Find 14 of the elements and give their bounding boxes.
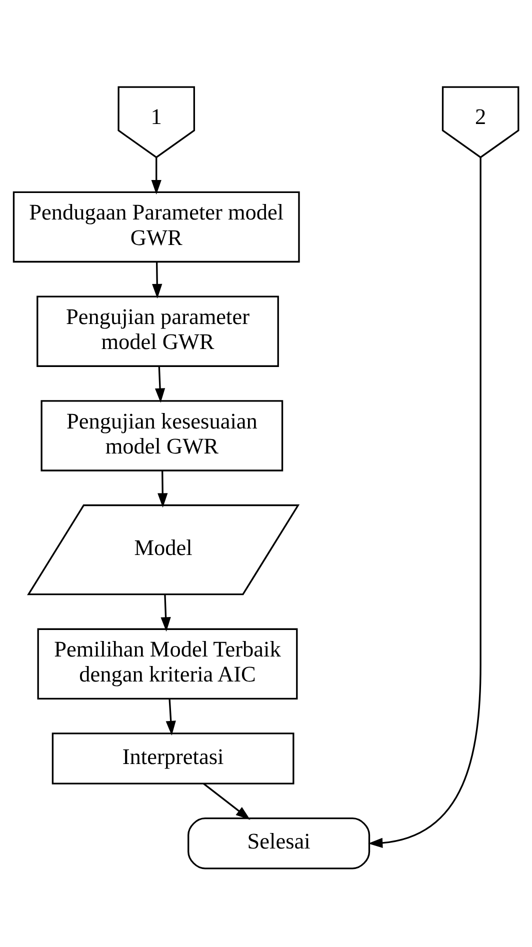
node-box: Interpretasi <box>52 732 294 784</box>
arrow <box>158 470 168 508</box>
arrow <box>154 366 166 402</box>
node-box: Pemilihan Model Terbaik dengan kriteria AIC <box>37 628 298 699</box>
arrow <box>152 262 162 298</box>
node-box: Pendugaan Parameter model GWR <box>12 190 300 262</box>
arrow <box>368 156 482 848</box>
arrow <box>160 594 171 632</box>
node-box: Pengujian parameter model GWR <box>36 295 279 366</box>
node-box: Selesai <box>188 817 370 869</box>
arrow <box>203 782 250 820</box>
node-box: Pengujian kesesuaian model GWR <box>40 400 284 471</box>
arrow <box>151 156 162 194</box>
arrow <box>166 698 176 735</box>
